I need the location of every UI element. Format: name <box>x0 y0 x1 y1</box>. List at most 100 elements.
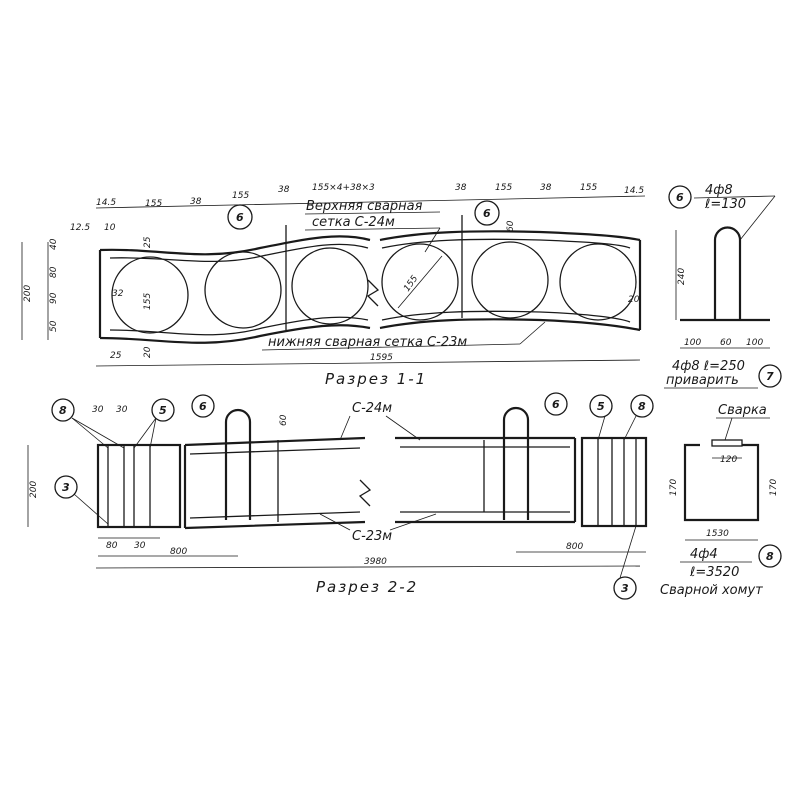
dim-800-left: 800 <box>170 547 187 557</box>
weld-label: приварить <box>666 373 739 388</box>
dim-line-top <box>95 195 646 209</box>
marker-3-label: 3 <box>62 481 70 494</box>
stirrup-bar-label: 4ф4 <box>690 547 718 562</box>
dim-top-mid: 155×4+38×3 <box>312 183 375 193</box>
dim-800-right: 800 <box>566 542 583 552</box>
segment-mid-right <box>395 436 577 524</box>
dim-top-14-5: 14.5 <box>96 198 116 208</box>
marker-6-label: 6 <box>199 400 207 413</box>
top-mesh-label-1: Верхняя сварная <box>306 199 423 214</box>
dim-top-38: 38 <box>540 183 552 193</box>
top-mesh-label-2: сетка С-24м <box>312 215 395 230</box>
marker-3 <box>613 576 637 600</box>
break-mark <box>366 279 380 307</box>
void-circle <box>111 256 189 334</box>
dim-170-right: 170 <box>769 479 779 496</box>
dim-60: 60 <box>720 338 732 348</box>
dim-25: 25 <box>143 236 153 248</box>
bar-detail-label-top-2: ℓ=130 <box>704 197 746 212</box>
marker-7 <box>758 364 782 388</box>
void-circle <box>381 243 459 321</box>
dim-left-50: 50 <box>49 320 59 332</box>
marker-6 <box>227 204 253 230</box>
marker-8-label: 8 <box>766 550 774 563</box>
dim-left-40: 40 <box>49 238 59 250</box>
dim-1530: 1530 <box>706 529 729 539</box>
segment-mid-left <box>183 436 366 530</box>
dim-155-right: 155 <box>402 274 420 294</box>
dim-height-200: 200 <box>23 285 33 302</box>
bar-detail-label-bottom: 4ф8 ℓ=250 <box>672 359 745 374</box>
dim-240: 240 <box>677 268 687 285</box>
lifting-loop <box>502 406 530 520</box>
marker-5-label: 5 <box>597 400 605 413</box>
end-block-left <box>96 443 182 529</box>
dim-10: 10 <box>104 223 116 233</box>
marker-6 <box>544 392 568 416</box>
marker-5 <box>151 398 175 422</box>
void-circle <box>471 241 549 319</box>
dim-30: 30 <box>92 405 104 415</box>
marker-6-label: 6 <box>676 191 684 204</box>
dim-25-bottom: 25 <box>110 351 122 361</box>
void-circle <box>291 247 369 325</box>
weld-label: Сварка <box>718 403 767 418</box>
marker-3-label: 3 <box>621 582 629 595</box>
marker-5 <box>589 394 613 418</box>
dim-top-155: 155 <box>232 191 249 201</box>
dim-length-1595: 1595 <box>370 353 393 363</box>
marker-6-label: 6 <box>552 398 560 411</box>
dim-length-3980: 3980 <box>364 557 387 567</box>
bottom-mesh-bar <box>109 310 631 336</box>
dim-100b: 100 <box>746 338 763 348</box>
dim-top-155: 155 <box>580 183 597 193</box>
lifting-loop <box>713 226 742 320</box>
marker-8-label: 8 <box>638 400 646 413</box>
dim-20-bottom: 20 <box>143 346 153 358</box>
stirrup-title: Сварной хомут <box>660 583 763 598</box>
dim-60: 60 <box>506 220 516 232</box>
dim-120: 120 <box>720 455 737 465</box>
bar-detail: 6 4ф8 ℓ=130 240 100 60 100 4ф8 ℓ=250 при… <box>664 183 782 389</box>
section-1-1: 14.5 155 38 155 38 155×4+38×3 38 155 38 … <box>21 183 646 388</box>
dim-80: 80 <box>106 541 118 551</box>
dim-32: 32 <box>112 289 124 299</box>
section-2-2-title: Разрез 2-2 <box>316 578 418 596</box>
marker-3 <box>54 475 78 499</box>
dim-top-155: 155 <box>145 199 162 209</box>
dim-170-left: 170 <box>669 479 679 496</box>
dim-200: 200 <box>29 481 39 498</box>
marker-8 <box>630 394 654 418</box>
marker-8-label: 8 <box>59 404 67 417</box>
mesh-top-label: С-24м <box>352 401 392 416</box>
marker-5-label: 5 <box>159 404 167 417</box>
section-1-1-bottom-edge <box>99 318 641 344</box>
dim-155-left: 155 <box>143 293 153 310</box>
marker-6-label: 6 <box>483 207 491 220</box>
top-mesh-bar <box>109 238 631 263</box>
dim-top-38: 38 <box>278 185 290 195</box>
dim-60: 60 <box>279 414 289 426</box>
dim-top-38: 38 <box>455 183 467 193</box>
dim-left-80: 80 <box>49 266 59 278</box>
lifting-loop <box>224 408 252 520</box>
marker-6-label: 6 <box>236 211 244 224</box>
dim-30b: 30 <box>134 541 146 551</box>
section-2-2: 8 5 6 6 5 8 3 3 30 30 200 60 С-24м С-23м <box>27 392 654 600</box>
marker-6 <box>668 185 692 209</box>
void-circle <box>559 243 637 321</box>
marker-6 <box>474 200 500 226</box>
dim-30: 30 <box>116 405 128 415</box>
end-block-right <box>580 436 648 528</box>
dim-100a: 100 <box>684 338 701 348</box>
bar-detail-label-top-1: 4ф8 <box>705 183 733 198</box>
marker-6 <box>191 394 215 418</box>
section-1-1-top-edge <box>99 230 641 256</box>
dim-12-5: 12.5 <box>70 223 90 233</box>
void-circle <box>204 251 282 329</box>
dim-top-38: 38 <box>190 197 202 207</box>
stirrup-detail: Сварка 120 170 170 1530 4ф4 ℓ=3520 8 Сва… <box>660 403 782 598</box>
weld-hatch <box>711 439 743 447</box>
dim-left-90: 90 <box>49 292 59 304</box>
